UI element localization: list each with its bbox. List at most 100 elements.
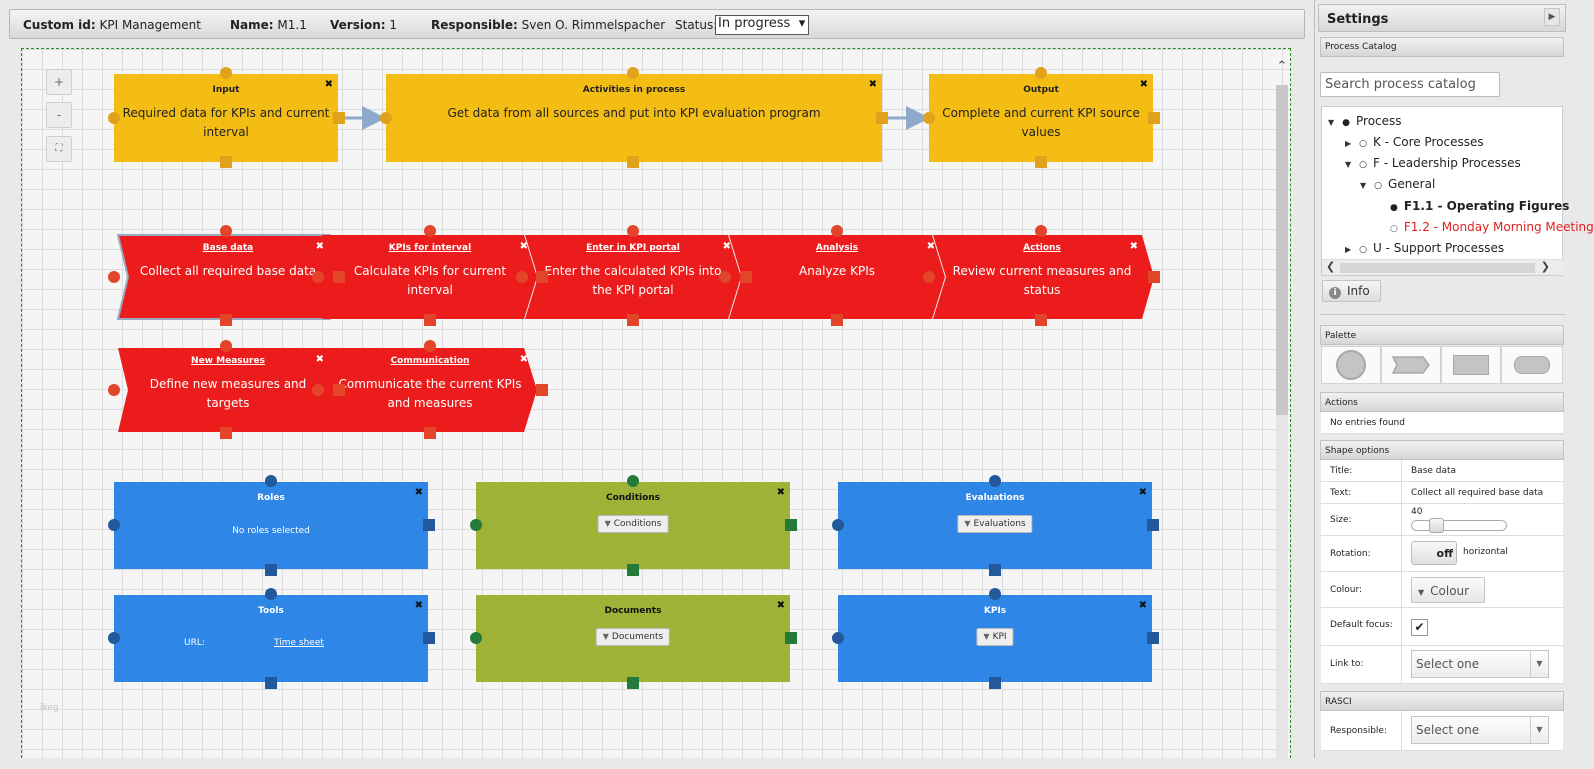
canvas-scrollbar[interactable]: ⌃ xyxy=(1276,59,1288,759)
chevron-enter-portal[interactable] xyxy=(525,235,741,319)
fit-view-button[interactable]: ⛶ xyxy=(46,136,72,162)
expand-down-icon[interactable]: ▼ xyxy=(1360,181,1367,190)
title-value[interactable]: Base data xyxy=(1411,466,1457,476)
shape-actions[interactable]: Actions Review current measures and stat… xyxy=(942,235,1142,319)
connection-port[interactable] xyxy=(1035,67,1047,79)
connection-port[interactable] xyxy=(333,384,345,396)
connection-port[interactable] xyxy=(470,632,482,644)
shape-roles[interactable]: Roles No roles selected ✖ xyxy=(114,482,428,569)
chevron-analysis[interactable] xyxy=(729,235,945,319)
conditions-dropdown[interactable]: ▼Conditions xyxy=(597,515,669,533)
connection-port[interactable] xyxy=(627,677,639,689)
close-icon[interactable]: ✖ xyxy=(315,354,324,365)
kpi-dropdown[interactable]: ▼KPI xyxy=(976,628,1014,646)
connection-port[interactable] xyxy=(536,384,548,396)
shape-input[interactable]: Input Required data for KPIs and current… xyxy=(114,74,338,162)
documents-dropdown[interactable]: ▼Documents xyxy=(595,628,671,646)
status-select[interactable]: In progress xyxy=(715,15,810,35)
connection-port[interactable] xyxy=(423,519,435,531)
connection-port[interactable] xyxy=(1147,519,1159,531)
connection-port[interactable] xyxy=(1035,225,1047,237)
text-value[interactable]: Collect all required base data xyxy=(1411,488,1544,498)
expand-right-icon[interactable]: ▶ xyxy=(1345,245,1352,254)
connection-port[interactable] xyxy=(1147,632,1159,644)
connection-port[interactable] xyxy=(220,156,232,168)
default-focus-checkbox[interactable]: ✔ xyxy=(1411,619,1428,636)
link-to-select[interactable]: Select one▼ xyxy=(1411,650,1549,678)
connection-port[interactable] xyxy=(312,384,324,396)
connection-port[interactable] xyxy=(333,271,345,283)
connection-port[interactable] xyxy=(627,475,639,487)
connection-port[interactable] xyxy=(108,632,120,644)
shape-enter-portal[interactable]: Enter in KPI portal Enter the calculated… xyxy=(535,235,731,319)
tree-node-leadership[interactable]: ▼○F - Leadership Processes xyxy=(1345,156,1521,170)
colour-button[interactable]: ▼Colour xyxy=(1411,577,1485,603)
close-icon[interactable]: ✖ xyxy=(324,79,333,90)
connection-port[interactable] xyxy=(740,271,752,283)
close-icon[interactable]: ✖ xyxy=(722,241,731,252)
close-icon[interactable]: ✖ xyxy=(519,354,528,365)
connection-port[interactable] xyxy=(876,112,888,124)
close-icon[interactable]: ✖ xyxy=(776,600,785,611)
connection-port[interactable] xyxy=(627,156,639,168)
connection-port[interactable] xyxy=(719,271,731,283)
connection-port[interactable] xyxy=(1148,271,1160,283)
connection-port[interactable] xyxy=(108,271,120,283)
tree-node-support[interactable]: ▶○U - Support Processes xyxy=(1345,241,1505,255)
collapse-panel-button[interactable]: ▶ xyxy=(1544,8,1560,26)
expand-down-icon[interactable]: ▼ xyxy=(1345,160,1352,169)
size-slider[interactable] xyxy=(1411,518,1507,533)
scroll-right-icon[interactable]: ❯ xyxy=(1540,260,1550,273)
close-icon[interactable]: ✖ xyxy=(926,241,935,252)
connection-port[interactable] xyxy=(333,112,345,124)
palette-circle[interactable] xyxy=(1321,346,1381,384)
shape-kpis[interactable]: KPIs ▼KPI ✖ xyxy=(838,595,1152,682)
connection-port[interactable] xyxy=(220,225,232,237)
connection-port[interactable] xyxy=(989,475,1001,487)
shape-conditions[interactable]: Conditions ▼Conditions ✖ xyxy=(476,482,790,569)
connection-port[interactable] xyxy=(1148,112,1160,124)
shape-documents[interactable]: Documents ▼Documents ✖ xyxy=(476,595,790,682)
connection-port[interactable] xyxy=(831,314,843,326)
close-icon[interactable]: ✖ xyxy=(1139,79,1148,90)
shape-kpis-interval[interactable]: KPIs for interval Calculate KPIs for cur… xyxy=(332,235,528,319)
chevron-actions[interactable] xyxy=(933,235,1154,319)
connection-port[interactable] xyxy=(832,519,844,531)
connection-port[interactable] xyxy=(108,384,120,396)
rotation-toggle[interactable]: off xyxy=(1411,541,1457,565)
connection-port[interactable] xyxy=(989,677,1001,689)
connection-port[interactable] xyxy=(1035,314,1047,326)
connection-port[interactable] xyxy=(424,340,436,352)
connection-port[interactable] xyxy=(265,475,277,487)
tree-node-f12[interactable]: ○F1.2 - Monday Morning Meeting xyxy=(1390,220,1594,234)
connection-port[interactable] xyxy=(424,314,436,326)
connection-port[interactable] xyxy=(470,519,482,531)
close-icon[interactable]: ✖ xyxy=(776,487,785,498)
time-sheet-link[interactable]: Time sheet xyxy=(274,638,324,648)
connection-port[interactable] xyxy=(265,564,277,576)
scroll-left-icon[interactable]: ❮ xyxy=(1326,260,1336,273)
palette-rectangle[interactable] xyxy=(1441,346,1501,384)
palette-chevron[interactable] xyxy=(1381,346,1441,384)
connection-port[interactable] xyxy=(380,112,392,124)
connection-port[interactable] xyxy=(265,588,277,600)
connection-port[interactable] xyxy=(220,67,232,79)
connection-port[interactable] xyxy=(989,564,1001,576)
close-icon[interactable]: ✖ xyxy=(1138,600,1147,611)
connection-port[interactable] xyxy=(424,225,436,237)
connection-port[interactable] xyxy=(423,632,435,644)
tree-node-core[interactable]: ▶○K - Core Processes xyxy=(1345,135,1484,149)
connection-port[interactable] xyxy=(627,225,639,237)
connection-port[interactable] xyxy=(312,271,324,283)
connection-port[interactable] xyxy=(989,588,1001,600)
close-icon[interactable]: ✖ xyxy=(414,487,423,498)
shape-activities[interactable]: Activities in process Get data from all … xyxy=(386,74,882,162)
tree-node-f11[interactable]: ●F1.1 - Operating Figures xyxy=(1390,199,1570,213)
slider-handle[interactable] xyxy=(1429,518,1444,533)
shape-base-data[interactable]: Base data Collect all required base data… xyxy=(128,235,328,319)
shape-evaluations[interactable]: Evaluations ▼Evaluations ✖ xyxy=(838,482,1152,569)
process-canvas[interactable]: + - ⛶ ikeg Input Required data for KPIs … xyxy=(21,48,1291,759)
chevron-communication[interactable] xyxy=(322,348,537,432)
connection-port[interactable] xyxy=(1035,156,1047,168)
